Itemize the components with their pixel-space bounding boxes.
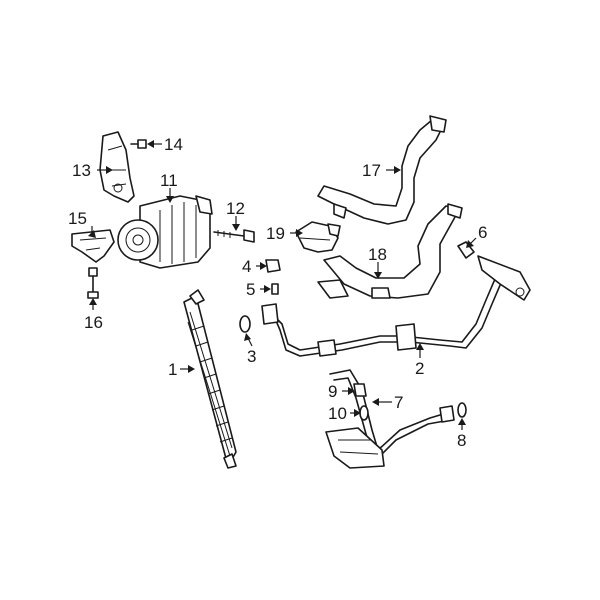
- part-4-nut: [265, 259, 281, 273]
- callout-12: 12: [226, 199, 245, 218]
- part-1-condenser: [183, 289, 237, 469]
- callout-19: 19: [266, 224, 285, 243]
- callout-17: 17: [362, 161, 381, 180]
- callout-labels: 13 14 11 12 15 16 17 19 18 6 4 5 3 1 2 9…: [68, 135, 487, 450]
- callout-1: 1: [168, 360, 177, 379]
- part-6-clip: [457, 241, 475, 259]
- leader-lines: [88, 140, 477, 430]
- part-15-bracket: [71, 229, 115, 263]
- callout-8: 8: [457, 431, 466, 450]
- callout-14: 14: [164, 135, 183, 154]
- callout-6: 6: [478, 223, 487, 242]
- part-16-bolt: [87, 267, 99, 299]
- callout-11: 11: [160, 171, 178, 190]
- callout-5: 5: [246, 280, 255, 299]
- callout-13: 13: [72, 161, 91, 180]
- callout-16: 16: [84, 313, 103, 332]
- callout-15: 15: [68, 209, 87, 228]
- part-11-compressor: [117, 195, 213, 269]
- part-12-bolt: [213, 229, 255, 243]
- part-5-valve: [271, 283, 279, 295]
- callout-2: 2: [415, 359, 424, 378]
- callout-18: 18: [368, 245, 387, 264]
- part-14-bolt: [130, 139, 147, 149]
- part-13-bracket: [99, 131, 135, 203]
- part-10-oring: [359, 405, 369, 421]
- callout-4: 4: [242, 257, 251, 276]
- part-18-hose: [317, 203, 463, 299]
- callout-3: 3: [247, 347, 256, 366]
- part-2-line: [261, 255, 531, 357]
- callout-9: 9: [328, 382, 337, 401]
- part-19-tube: [295, 221, 341, 253]
- callout-10: 10: [328, 404, 347, 423]
- part-7-line: [325, 369, 455, 469]
- callout-7: 7: [394, 393, 403, 412]
- part-17-hose: [317, 115, 447, 225]
- part-9-fitting: [353, 383, 367, 397]
- part-3-oring: [239, 315, 251, 333]
- part-8-oring: [457, 402, 467, 418]
